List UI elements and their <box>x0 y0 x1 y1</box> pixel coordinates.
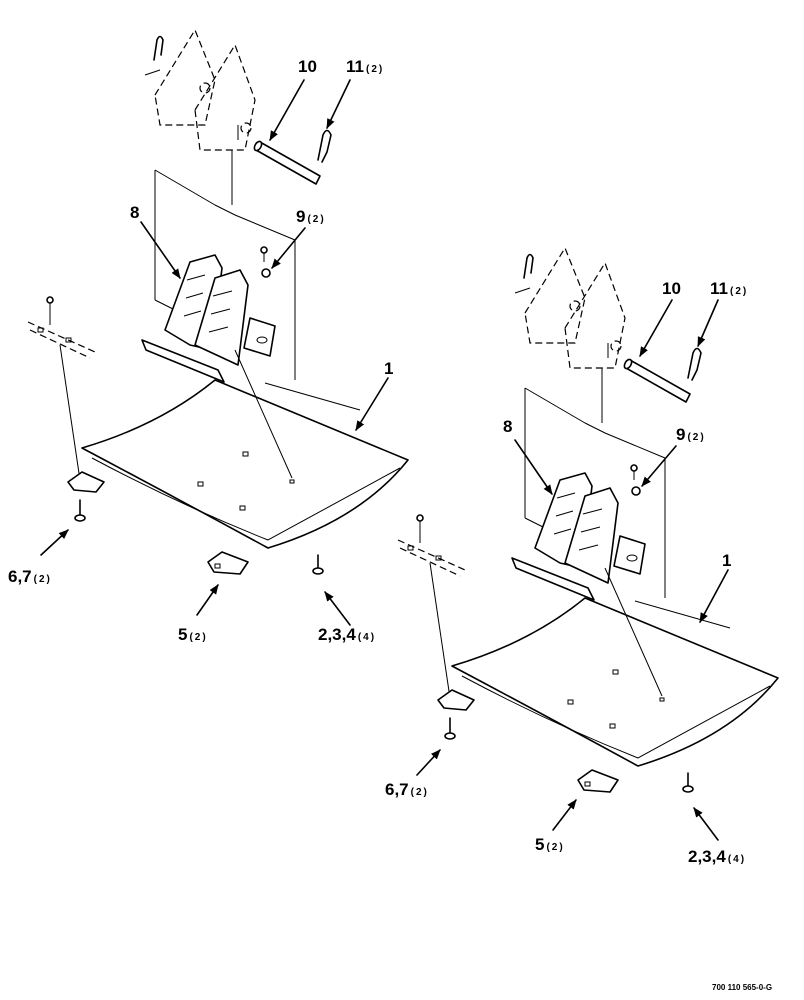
callout-2-3-4: 2,3,4(4) <box>318 625 376 644</box>
callout-8: 8 <box>130 203 139 222</box>
callout-1: 1 <box>384 359 393 378</box>
callout-1: 1 <box>722 551 731 570</box>
callout-11: 11(2) <box>346 57 384 76</box>
callout-6-7: 6,7(2) <box>385 780 429 799</box>
callout-9: 9(2) <box>296 207 326 226</box>
figure-id: 700 110 565-0-G <box>712 983 772 992</box>
assembly-view-2: 10 11(2) 8 9(2) 1 6,7(2) 5(2) 2,3,4(4) <box>385 247 779 866</box>
callout-9: 9(2) <box>676 425 706 444</box>
callout-2-3-4: 2,3,4(4) <box>688 847 746 866</box>
callout-5: 5(2) <box>535 835 565 854</box>
callout-8: 8 <box>503 417 512 436</box>
callout-5: 5(2) <box>178 625 208 644</box>
callout-10: 10 <box>662 279 681 298</box>
callout-11: 11(2) <box>710 279 748 298</box>
assembly-view-1: 10 11(2) 8 9(2) 1 6,7(2) 5(2) 2,3,4(4) <box>8 29 409 644</box>
callout-6-7: 6,7(2) <box>8 567 52 586</box>
callout-10: 10 <box>298 57 317 76</box>
